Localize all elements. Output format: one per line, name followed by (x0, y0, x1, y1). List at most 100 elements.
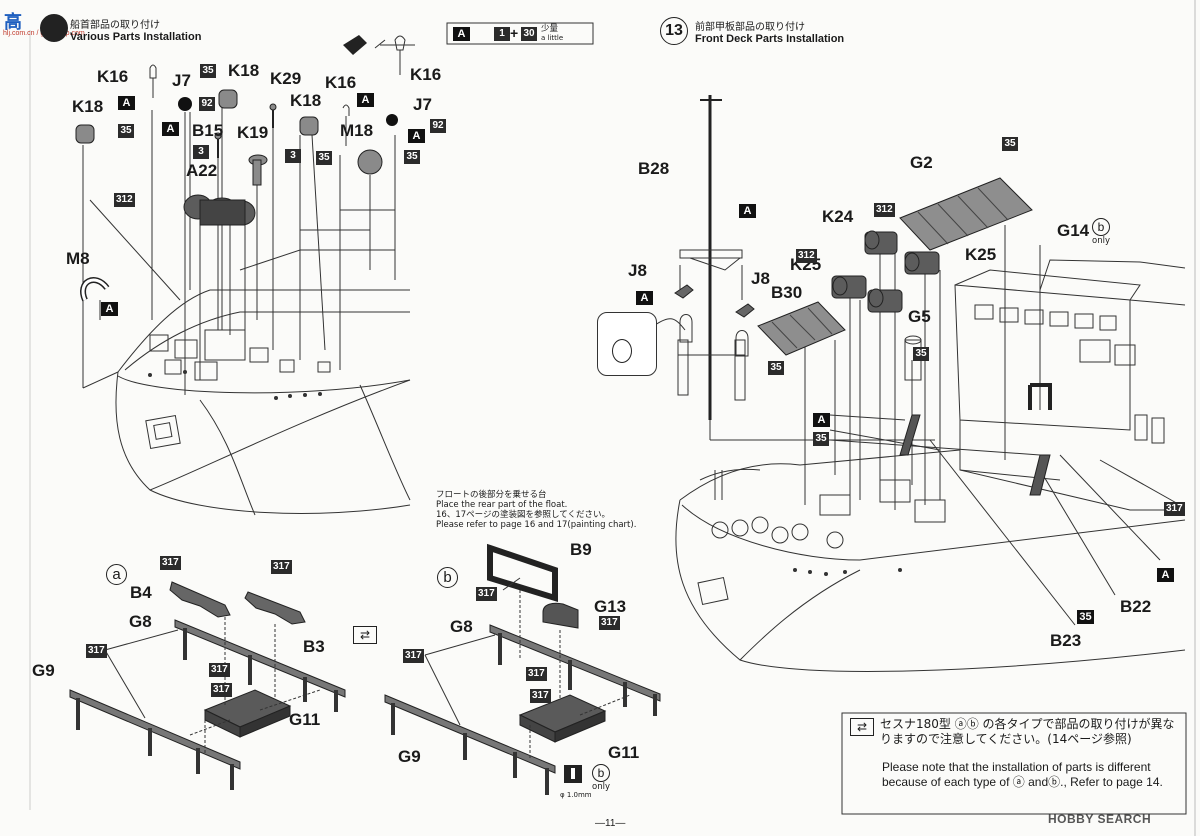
code13-35-g5: 35 (913, 347, 929, 361)
g14-only-note: only (1092, 236, 1110, 246)
label-b22: B22 (1120, 597, 1152, 616)
code13-35-b30: 35 (768, 361, 784, 375)
drill-only-note: only (592, 782, 610, 792)
float-note: フロートの後部分を乗せる台 Place the rear part of the… (436, 490, 656, 530)
label-k19: K19 (237, 123, 269, 142)
label-b28: B28 (638, 159, 670, 178)
adhesive-note-en: a little (541, 34, 564, 42)
code13-35-b23-a: 35 (1077, 610, 1094, 624)
label-a-b4: B4 (130, 583, 152, 602)
label-m8: M8 (66, 249, 90, 268)
code-35-d: 35 (404, 150, 420, 164)
label-b30: B30 (771, 283, 803, 302)
label-b-g13: G13 (594, 597, 627, 616)
label-g5: G5 (908, 307, 931, 326)
label-g2: G2 (910, 153, 933, 172)
drill-size: φ 1.0mm (560, 791, 592, 799)
float-note-jp: フロートの後部分を乗せる台 (436, 490, 547, 500)
code-3-a: 3 (193, 145, 209, 159)
float-note-jp2: 16、17ページの塗装図を参照してください。 (436, 510, 610, 520)
code-b-317-g11: 317 (530, 689, 551, 703)
adhesive-part-code: 1 (494, 27, 510, 41)
code-a-5: A (101, 302, 118, 316)
step12-title-jp: 船首部品の取り付け (70, 20, 160, 31)
detail-balloon-horn (597, 312, 657, 376)
label-k18-left: K18 (72, 97, 104, 116)
adhesive-color-code: 30 (521, 27, 537, 41)
label-a-b3: B3 (303, 637, 325, 656)
step13-number-badge: 13 (660, 17, 688, 45)
float-note-en2: Please refer to page 16 and 17(painting … (436, 520, 637, 530)
mast-b28 (677, 95, 749, 420)
label-b23: B23 (1050, 631, 1082, 650)
label-j7-b: J7 (413, 95, 432, 114)
watermark-logo: 高 (4, 12, 22, 33)
variant-a-circle: a (106, 564, 127, 585)
code-35-b: 35 (118, 124, 134, 138)
adhesive-note-jp: 少量 (541, 24, 559, 34)
label-b15: B15 (192, 121, 224, 140)
drill-circle-b: b (592, 764, 610, 782)
code-a-3: A (357, 93, 374, 107)
label-b-g11: G11 (608, 743, 640, 762)
label-j7-a: J7 (172, 71, 191, 90)
drill-icon (564, 765, 582, 783)
code-b-317-g8: 317 (403, 649, 424, 663)
adhesive-code-a: A (453, 27, 470, 41)
step13-title-en: Front Deck Parts Installation (695, 33, 845, 45)
code-a-317-b4: 317 (160, 556, 181, 570)
label-k25-right: K25 (965, 245, 997, 264)
step12-number-badge (40, 14, 68, 42)
bow-hull-left (115, 289, 411, 516)
code-92-a: 92 (199, 97, 215, 111)
label-g14: G14 (1057, 221, 1090, 240)
page-number: —11— (595, 818, 626, 829)
code13-35-g2: 35 (1002, 137, 1018, 151)
adhesive-plus: + (510, 25, 519, 41)
hobby-search-logo: HOBBY SEARCH (1048, 812, 1152, 826)
code13-312-k24: 312 (874, 203, 895, 217)
code13-312-k25: 312 (796, 249, 817, 263)
code-a-317-mid: 317 (209, 663, 230, 677)
notice-jp: セスナ180型 ⓐⓑ の各タイプで部品の取り付けが異なりますので注意してください… (880, 717, 1175, 746)
step12-title-en: Various Parts Installation (70, 31, 202, 43)
label-b-g9: G9 (398, 747, 421, 766)
label-j8-right: J8 (751, 269, 770, 288)
code13-a-j8: A (636, 291, 653, 305)
code-312: 312 (114, 193, 135, 207)
step13-title-jp: 前部甲板部品の取り付け (695, 22, 805, 33)
code-b-317-b9: 317 (476, 587, 497, 601)
label-b-b9: B9 (570, 540, 592, 559)
notice-swap-icon: ⇄ (850, 718, 874, 736)
notice-en: Please note that the installation of par… (882, 760, 1163, 789)
float-note-en1: Place the rear part of the float. (436, 500, 568, 510)
step12-header: 船首部品の取り付け Various Parts Installation (70, 16, 201, 43)
label-k16-a: K16 (97, 67, 129, 86)
code-a-2: A (162, 122, 179, 136)
code-a-317-b3: 317 (271, 560, 292, 574)
code-a-317-g8: 317 (86, 644, 107, 658)
code-b-317-mid: 317 (526, 667, 547, 681)
label-a-g8: G8 (129, 612, 152, 631)
code-b-317-g13: 317 (599, 616, 620, 630)
label-k16-b: K16 (325, 73, 357, 92)
code13-a-b22: A (1157, 568, 1174, 582)
label-b-g8: G8 (450, 617, 473, 636)
code13-317: 317 (1164, 502, 1185, 516)
step13-header: 前部甲板部品の取り付け Front Deck Parts Installatio… (695, 18, 844, 45)
float-stand-a (69, 581, 346, 790)
code13-35-deck: 35 (813, 432, 829, 446)
label-k29: K29 (270, 69, 302, 88)
code-92-b: 92 (430, 119, 446, 133)
label-k18-mid: K18 (290, 91, 322, 110)
g14-circle-b: b (1092, 218, 1110, 236)
code-3-b: 3 (285, 149, 301, 163)
label-k18-a: K18 (228, 61, 260, 80)
code13-a-mast: A (739, 204, 756, 218)
code13-a-deck: A (813, 413, 830, 427)
code-35-a: 35 (200, 64, 216, 78)
swap-arrows-icon: ⇄ (353, 626, 377, 644)
ship-hull-right (675, 259, 1186, 672)
